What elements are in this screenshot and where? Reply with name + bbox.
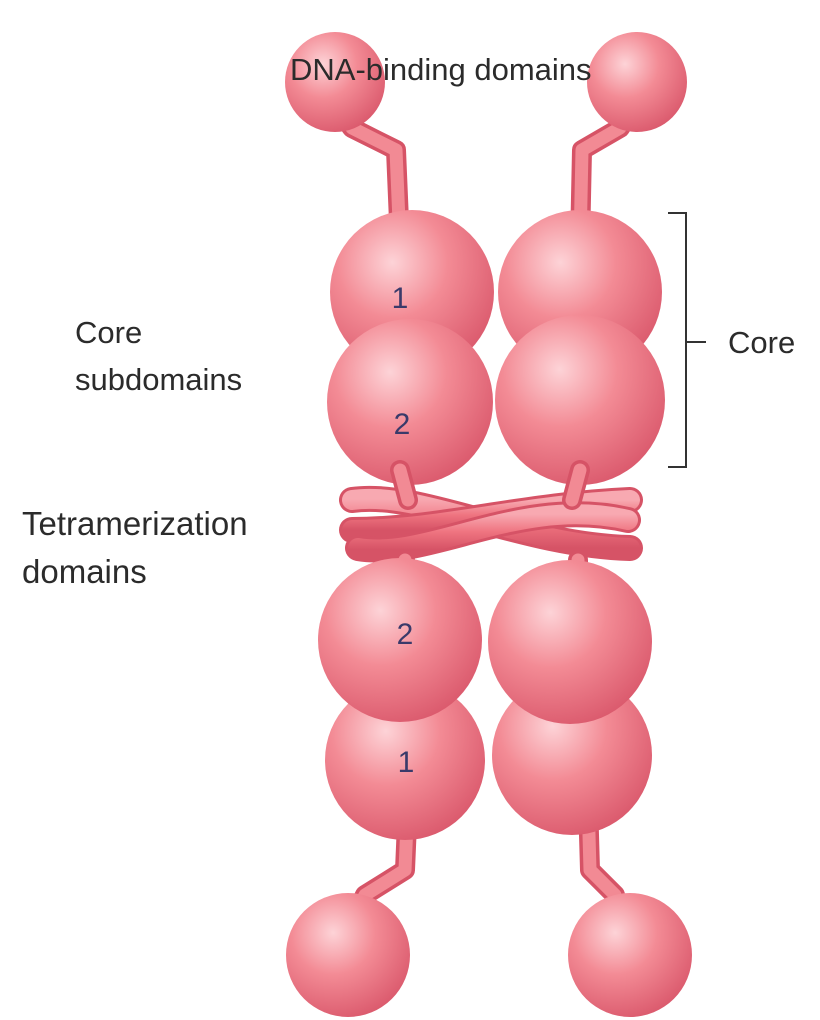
label-dna-binding-domains: DNA-binding domains	[290, 52, 592, 87]
dna-binding-domain-top-right	[587, 32, 687, 132]
core-sphere-lower-right-2	[488, 560, 652, 724]
label-core-subdomains-line2: subdomains	[75, 362, 242, 397]
core-sphere-upper-left-2	[327, 319, 493, 485]
label-tetramerization-line2: domains	[22, 553, 147, 590]
subdomain-number-upper-1: 1	[392, 282, 409, 315]
subdomain-number-upper-2: 2	[394, 408, 411, 441]
core-bracket	[668, 213, 706, 467]
core-sphere-upper-right-2	[495, 315, 665, 485]
label-core: Core	[728, 325, 795, 360]
dna-binding-domain-bottom-left	[286, 893, 410, 1017]
label-core-subdomains-line1: Core	[75, 315, 142, 350]
subdomain-number-lower-1: 1	[398, 746, 415, 779]
label-tetramerization-line1: Tetramerization	[22, 505, 248, 542]
subdomain-number-lower-2: 2	[397, 618, 414, 651]
dna-binding-domain-bottom-right	[568, 893, 692, 1017]
